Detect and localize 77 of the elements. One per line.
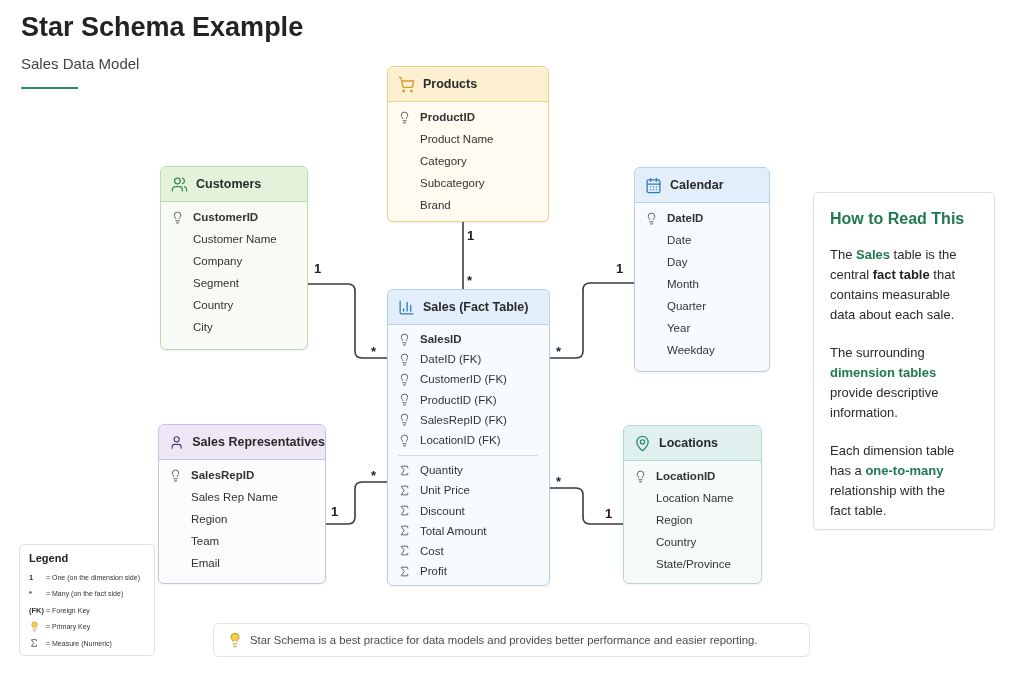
field-name: Year: [667, 322, 691, 334]
field-name: Cost: [420, 544, 444, 557]
table-title: Customers: [196, 177, 262, 191]
relationship-line: [549, 487, 624, 525]
table-card: [158, 424, 326, 584]
table-card: [387, 289, 550, 586]
field-name: Discount: [420, 504, 465, 517]
field-name: Sales Rep Name: [191, 491, 278, 503]
cardinality-label: *: [467, 273, 473, 288]
subtitle: Sales Data Model: [21, 55, 140, 72]
field-name: Country: [656, 536, 697, 548]
cardinality-label: 1: [616, 261, 624, 276]
cardinality-label: 1: [314, 261, 322, 276]
field-name: SalesID: [420, 333, 462, 346]
field-name: Team: [191, 535, 220, 547]
field-name: ProductID: [420, 111, 475, 123]
field-name: Unit Price: [420, 484, 470, 497]
relationship-line: [462, 221, 464, 290]
field-name: Customer Name: [193, 233, 277, 245]
tip-bar: [213, 623, 810, 657]
relationship-line: [549, 282, 635, 359]
field-name: Region: [656, 514, 693, 526]
relationship-line: [325, 481, 388, 525]
field-name: Profit: [420, 565, 447, 578]
field-name: Region: [191, 513, 228, 525]
paragraph: Each dimension table has a one-to-many relationship with the fact table.: [830, 442, 956, 520]
field-name: Month: [667, 278, 699, 290]
field-name: Quarter: [667, 300, 706, 312]
field-name: SalesRepID: [191, 469, 255, 481]
cardinality-label: 1: [605, 506, 613, 521]
field-name: Country: [193, 299, 234, 311]
field-name: DateID (FK): [420, 353, 482, 366]
table-card: [160, 166, 308, 350]
table-card: [623, 425, 762, 584]
field-name: Segment: [193, 277, 240, 289]
field-name: Company: [193, 255, 243, 267]
field-name: Quantity: [420, 464, 463, 477]
paragraph: The surrounding dimension tables provide descriptive information.: [830, 344, 940, 422]
cardinality-label: 1: [467, 228, 475, 243]
field-name: Product Name: [420, 133, 494, 145]
cardinality-label: 1: [331, 504, 339, 519]
table-card: [634, 167, 770, 372]
field-name: Category: [420, 155, 467, 167]
relationship-line: [307, 283, 388, 359]
cardinality-label: *: [371, 468, 377, 483]
panel-heading: How to Read This: [830, 209, 962, 229]
field-name: ProductID (FK): [420, 393, 497, 406]
field-name: Weekday: [667, 344, 715, 356]
field-name: City: [193, 321, 213, 333]
page-title: Star Schema Example: [21, 12, 304, 43]
table-title: Sales (Fact Table): [423, 300, 529, 314]
legend-title: Legend: [29, 551, 70, 565]
field-name: Location Name: [656, 492, 734, 504]
tip-text: Star Schema is a best practice for data models and provides better performance and easier reporting.: [250, 634, 758, 646]
table-title: Calendar: [670, 178, 724, 192]
field-name: Brand: [420, 199, 451, 211]
paragraph: The Sales table is the central fact table that contains measurable data about each sale.: [830, 246, 958, 324]
table-title: Products: [423, 77, 478, 91]
field-name: CustomerID (FK): [420, 373, 507, 386]
field-name: Email: [191, 557, 220, 569]
cardinality-label: *: [556, 474, 562, 489]
info-panel: [813, 192, 995, 530]
field-name: Total Amount: [420, 524, 487, 537]
cardinality-label: *: [371, 344, 377, 359]
field-name: Day: [667, 256, 688, 268]
table-card: [387, 66, 549, 222]
table-title: Locations: [659, 436, 719, 450]
table-title: Sales Representatives: [192, 435, 325, 449]
field-name: LocationID (FK): [420, 434, 501, 447]
field-name: DateID: [667, 212, 704, 224]
field-name: SalesRepID (FK): [420, 413, 507, 426]
field-name: Subcategory: [420, 177, 485, 189]
field-name: Date: [667, 234, 692, 246]
field-name: CustomerID: [193, 211, 259, 223]
field-name: State/Province: [656, 558, 731, 570]
field-name: LocationID: [656, 470, 716, 482]
cardinality-label: *: [556, 344, 562, 359]
